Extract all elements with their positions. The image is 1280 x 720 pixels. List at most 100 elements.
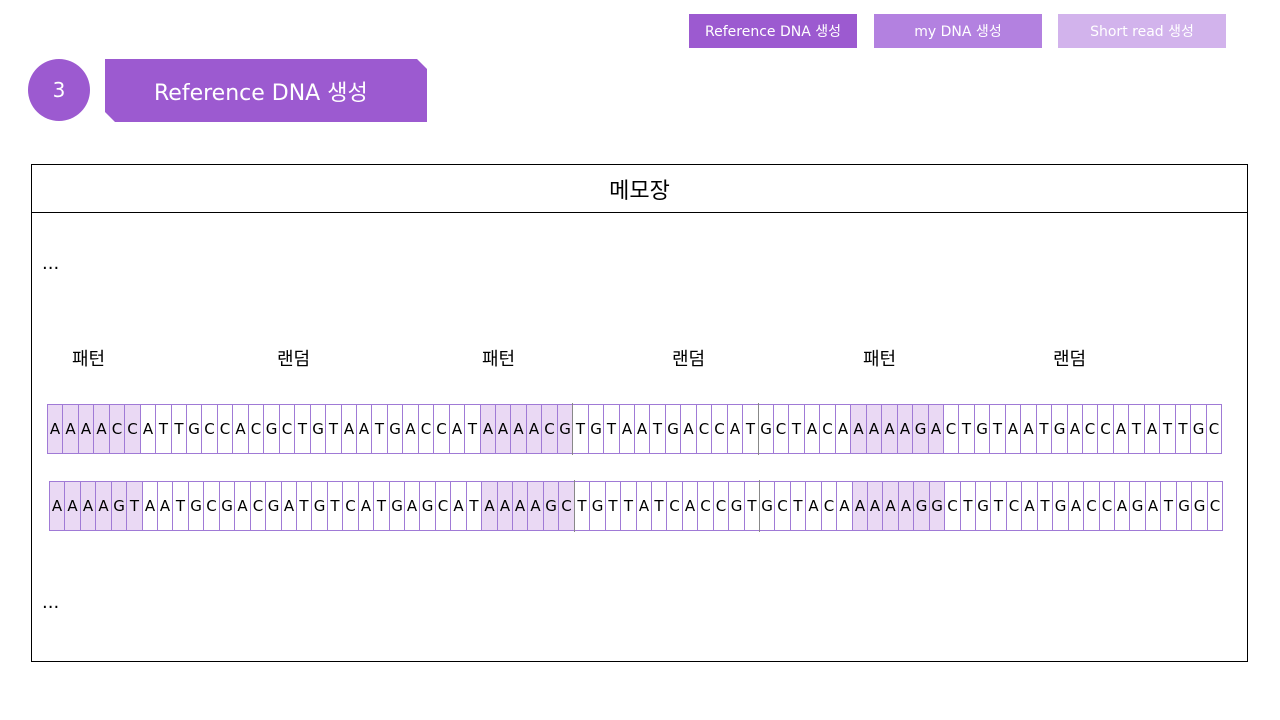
nucleotide-cell: T xyxy=(464,404,481,454)
nucleotide-cell: A xyxy=(882,481,899,531)
nucleotide-cell: G xyxy=(912,404,929,454)
nucleotide-cell: A xyxy=(852,481,868,531)
nucleotide-cell: A xyxy=(234,481,251,531)
nucleotide-cell: G xyxy=(387,404,403,454)
segment-divider xyxy=(574,480,575,532)
nucleotide-cell: A xyxy=(495,404,511,454)
nucleotide-cell: T xyxy=(958,404,975,454)
nucleotide-cell: T xyxy=(744,481,760,531)
tab-my-dna[interactable]: my DNA 생성 xyxy=(874,14,1042,48)
nucleotide-cell: T xyxy=(1175,404,1191,454)
nucleotide-cell: A xyxy=(341,404,357,454)
nucleotide-cell: T xyxy=(155,404,172,454)
nucleotide-cell: C xyxy=(248,404,264,454)
nucleotide-cell: A xyxy=(634,404,650,454)
nucleotide-cell: C xyxy=(943,404,959,454)
nucleotide-cell: T xyxy=(1160,481,1177,531)
nucleotide-cell: T xyxy=(126,481,143,531)
nucleotide-cell: A xyxy=(140,404,156,454)
nucleotide-cell: A xyxy=(636,481,652,531)
nucleotide-cell: A xyxy=(404,481,420,531)
nucleotide-cell: A xyxy=(898,481,914,531)
nucleotide-cell: A xyxy=(1145,481,1161,531)
nucleotide-cell: G xyxy=(665,404,681,454)
nucleotide-cell: A xyxy=(1067,404,1083,454)
nucleotide-cell: T xyxy=(742,404,759,454)
nucleotide-cell: G xyxy=(310,404,326,454)
nucleotide-cell: C xyxy=(819,404,836,454)
nucleotide-cell: A xyxy=(358,481,374,531)
nucleotide-cell: T xyxy=(327,481,343,531)
segment-label-random: 랜덤 xyxy=(1053,349,1087,370)
nucleotide-cell: C xyxy=(217,404,233,454)
nucleotide-cell: T xyxy=(171,404,187,454)
nucleotide-cell: A xyxy=(727,404,743,454)
nucleotide-cell: G xyxy=(265,481,282,531)
memo-title: 메모장 xyxy=(32,165,1247,213)
nucleotide-cell: A xyxy=(881,404,898,454)
nucleotide-cell: A xyxy=(481,481,498,531)
nucleotide-cell: G xyxy=(1191,481,1208,531)
nucleotide-cell: G xyxy=(929,481,945,531)
nucleotide-cell: C xyxy=(713,481,729,531)
nucleotide-cell: T xyxy=(294,404,311,454)
nucleotide-cell: A xyxy=(850,404,867,454)
nucleotide-cell: A xyxy=(450,481,467,531)
nucleotide-cell: G xyxy=(1176,481,1192,531)
nucleotide-cell: C xyxy=(541,404,558,454)
nucleotide-cell: A xyxy=(1068,481,1084,531)
nucleotide-cell: T xyxy=(603,404,620,454)
nucleotide-cell: G xyxy=(588,404,604,454)
nucleotide-cell: C xyxy=(342,481,359,531)
nucleotide-cell: G xyxy=(1051,404,1068,454)
nucleotide-cell: C xyxy=(250,481,266,531)
nucleotide-cell: G xyxy=(589,481,606,531)
nucleotide-cell: G xyxy=(311,481,328,531)
nucleotide-cell: A xyxy=(95,481,112,531)
nucleotide-cell: A xyxy=(1114,481,1130,531)
nucleotide-cell: A xyxy=(680,404,697,454)
nucleotide-cell: A xyxy=(1005,404,1021,454)
nucleotide-cell: G xyxy=(557,404,573,454)
nucleotide-cell: C xyxy=(1006,481,1022,531)
nucleotide-cell: T xyxy=(325,404,342,454)
nucleotide-cell: A xyxy=(356,404,372,454)
segment-label-pattern: 패턴 xyxy=(863,349,897,370)
nucleotide-cell: T xyxy=(371,404,388,454)
nucleotide-cell: C xyxy=(203,481,220,531)
nucleotide-cell: T xyxy=(1037,481,1053,531)
segment-divider xyxy=(758,403,759,455)
nucleotide-cell: A xyxy=(232,404,249,454)
nucleotide-cell: T xyxy=(1159,404,1176,454)
nucleotide-cell: G xyxy=(419,481,436,531)
segment-label-pattern: 패턴 xyxy=(72,349,106,370)
nucleotide-cell: G xyxy=(759,481,775,531)
nucleotide-cell: T xyxy=(572,404,589,454)
nucleotide-cell: T xyxy=(296,481,312,531)
nucleotide-cell: T xyxy=(989,404,1006,454)
nucleotide-cell: A xyxy=(835,404,851,454)
nucleotide-cell: G xyxy=(1129,481,1146,531)
tab-reference-dna[interactable]: Reference DNA 생성 xyxy=(689,14,857,48)
tab-short-read[interactable]: Short read 생성 xyxy=(1058,14,1226,48)
nucleotide-cell: C xyxy=(773,404,789,454)
nucleotide-cell: C xyxy=(666,481,683,531)
nucleotide-cell: C xyxy=(435,481,451,531)
nucleotide-cell: T xyxy=(990,481,1007,531)
segment-label-random: 랜덤 xyxy=(672,349,706,370)
nucleotide-cell: C xyxy=(124,404,141,454)
nucleotide-cell: A xyxy=(805,481,822,531)
nucleotide-cell: A xyxy=(866,404,882,454)
nucleotide-cell: A xyxy=(619,404,635,454)
nucleotide-cell: A xyxy=(512,481,528,531)
nucleotide-cell: A xyxy=(510,404,527,454)
nucleotide-cell: A xyxy=(64,481,81,531)
nucleotide-cell: A xyxy=(49,481,65,531)
nucleotide-cell: C xyxy=(201,404,218,454)
nucleotide-cell: G xyxy=(263,404,280,454)
nucleotide-cell: A xyxy=(449,404,465,454)
nucleotide-cell: G xyxy=(543,481,559,531)
nucleotide-cell: A xyxy=(1144,404,1160,454)
nucleotide-cell: A xyxy=(142,481,158,531)
